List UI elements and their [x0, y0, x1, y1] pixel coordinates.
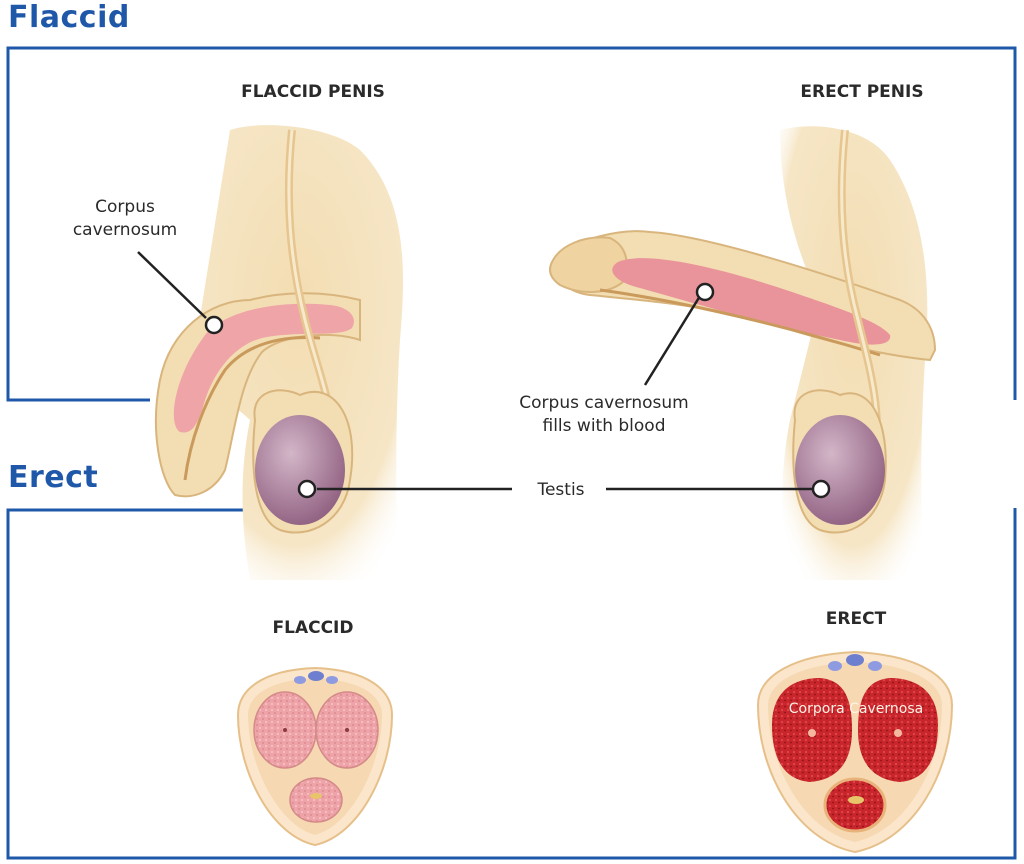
label-corpus-line2: cavernosum — [73, 220, 177, 240]
label-erect-penis: ERECT PENIS — [800, 82, 923, 102]
label-fills-line2: fills with blood — [543, 416, 666, 436]
label-flaccid: FLACCID — [273, 618, 354, 638]
erect-penis-illustration — [549, 126, 937, 580]
heading-erect: Erect — [8, 460, 99, 495]
leader-lines — [137, 251, 812, 491]
label-flaccid-penis: FLACCID PENIS — [241, 82, 385, 102]
erect-cross-section — [756, 650, 954, 854]
label-fills-line1: Corpus cavernosum — [519, 393, 688, 413]
frame-top — [6, 46, 1017, 402]
callout-points — [204, 282, 831, 499]
label-corpus-line1: Corpus — [95, 197, 155, 217]
label-testis: Testis — [536, 480, 584, 500]
flaccid-penis-illustration — [155, 125, 404, 581]
label-corpora-cavernosa: Corpora Cavernosa — [789, 701, 923, 717]
frame-bottom — [6, 508, 1017, 860]
heading-flaccid: Flaccid — [8, 0, 130, 35]
flaccid-cross-section — [236, 666, 394, 847]
label-erect: ERECT — [826, 609, 887, 629]
